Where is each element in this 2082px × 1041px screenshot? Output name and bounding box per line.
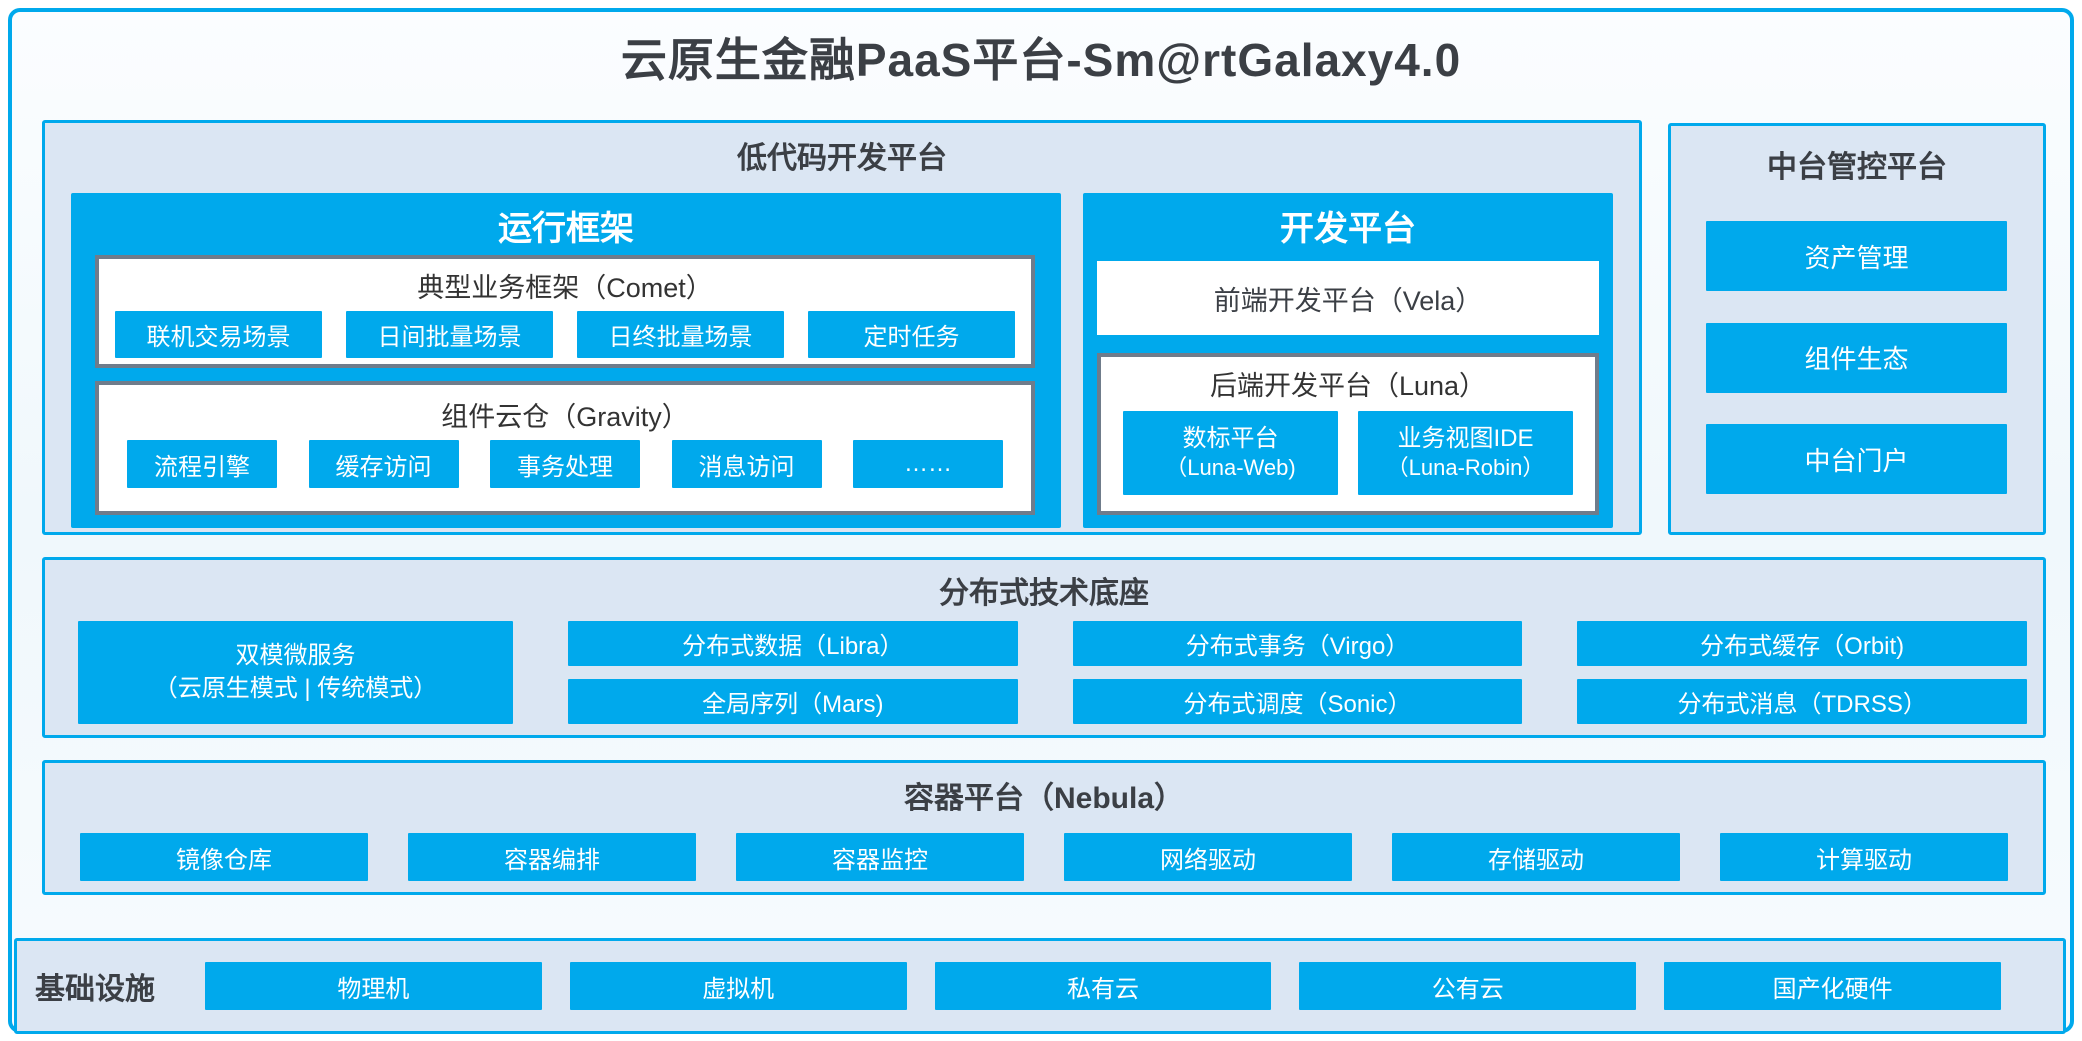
luna-backend-box: 后端开发平台（Luna） 数标平台 （Luna-Web) 业务视图IDE （Lu…: [1097, 353, 1599, 515]
infrastructure-inner: 基础设施 物理机 虚拟机 私有云 公有云 国产化硬件: [17, 941, 2063, 1031]
chip-distributed-scheduling-sonic: 分布式调度（Sonic）: [1072, 679, 1523, 724]
chip-cache-access: 缓存访问: [308, 440, 459, 488]
low-code-platform-title: 低代码开发平台: [737, 142, 947, 175]
distributed-base-section: 分布式技术底座 双模微服务 （云原生模式 | 传统模式） 分布式数据（Libra…: [42, 557, 2046, 738]
chip-image-registry: 镜像仓库: [80, 833, 368, 881]
chip-luna-robin-line2: （Luna-Robin）: [1386, 455, 1545, 481]
container-platform-section: 容器平台（Nebula） 镜像仓库 容器编排 容器监控 网络驱动 存储驱动 计算…: [42, 760, 2046, 895]
chip-compute-driver: 计算驱动: [1720, 833, 2008, 881]
chip-dual-mode-line2: （云原生模式 | 传统模式）: [153, 674, 438, 702]
distributed-column-3: 分布式缓存（Orbit) 分布式消息（TDRSS）: [1577, 621, 2028, 724]
chip-global-sequence-mars: 全局序列（Mars): [568, 679, 1018, 724]
luna-chip-row: 数标平台 （Luna-Web) 业务视图IDE （Luna-Robin）: [1123, 411, 1573, 495]
chip-distributed-data-libra: 分布式数据（Libra）: [568, 621, 1018, 666]
diagram-frame: 云原生金融PaaS平台-Sm@rtGalaxy4.0 低代码开发平台 运行框架 …: [8, 8, 2074, 1034]
dev-platform-title: 开发平台: [1280, 210, 1416, 248]
vela-frontend-box: 前端开发平台（Vela）: [1097, 261, 1599, 335]
chip-network-driver: 网络驱动: [1064, 833, 1352, 881]
chip-private-cloud: 私有云: [934, 962, 1272, 1010]
comet-framework-box: 典型业务框架（Comet） 联机交易场景 日间批量场景 日终批量场景 定时任务: [95, 255, 1035, 368]
comet-chip-row: 联机交易场景 日间批量场景 日终批量场景 定时任务: [115, 311, 1015, 358]
comet-framework-title: 典型业务框架（Comet）: [417, 273, 713, 303]
infrastructure-chip-row: 物理机 虚拟机 私有云 公有云 国产化硬件: [205, 962, 2001, 1010]
mid-platform-section: 中台管控平台 资产管理 组件生态 中台门户: [1668, 123, 2046, 535]
chip-container-orchestration: 容器编排: [408, 833, 696, 881]
gravity-component-box: 组件云仓（Gravity） 流程引擎 缓存访问 事务处理 消息访问 ……: [95, 381, 1035, 515]
chip-dual-mode-microservice: 双模微服务 （云原生模式 | 传统模式）: [78, 621, 513, 724]
chip-scheduled-task: 定时任务: [808, 311, 1015, 358]
chip-process-engine: 流程引擎: [127, 440, 277, 488]
chip-luna-web-line1: 数标平台: [1182, 425, 1279, 453]
chip-end-of-day-batch: 日终批量场景: [577, 311, 784, 358]
dev-platform-panel: 开发平台 前端开发平台（Vela） 后端开发平台（Luna） 数标平台 （Lun…: [1083, 193, 1613, 528]
chip-online-transaction: 联机交易场景: [115, 311, 322, 358]
chip-luna-robin: 业务视图IDE （Luna-Robin）: [1358, 411, 1573, 495]
container-platform-title: 容器平台（Nebula）: [903, 782, 1185, 815]
distributed-column-2: 分布式事务（Virgo） 分布式调度（Sonic）: [1072, 621, 1523, 724]
chip-physical-machine: 物理机: [205, 962, 542, 1010]
chip-container-monitoring: 容器监控: [736, 833, 1024, 881]
chip-luna-web-line2: （Luna-Web): [1165, 455, 1296, 481]
chip-daytime-batch: 日间批量场景: [346, 311, 553, 358]
gravity-component-title: 组件云仓（Gravity）: [441, 402, 689, 432]
chip-public-cloud: 公有云: [1299, 962, 1637, 1010]
low-code-platform-section: 低代码开发平台 运行框架 典型业务框架（Comet） 联机交易场景 日间批量场景…: [42, 120, 1642, 535]
distributed-column-1: 分布式数据（Libra） 全局序列（Mars): [568, 621, 1018, 724]
mid-platform-buttons: 资产管理 组件生态 中台门户: [1706, 221, 2007, 494]
luna-backend-title: 后端开发平台（Luna）: [1209, 371, 1487, 401]
page-title: 云原生金融PaaS平台-Sm@rtGalaxy4.0: [620, 34, 1462, 86]
mid-platform-title: 中台管控平台: [1767, 151, 1947, 184]
chip-virtual-machine: 虚拟机: [569, 962, 907, 1010]
chip-distributed-message-tdrss: 分布式消息（TDRSS）: [1577, 679, 2028, 724]
chip-distributed-transaction-virgo: 分布式事务（Virgo）: [1072, 621, 1523, 666]
chip-luna-robin-line1: 业务视图IDE: [1397, 425, 1534, 453]
distributed-base-title: 分布式技术底座: [939, 577, 1149, 610]
container-chip-row: 镜像仓库 容器编排 容器监控 网络驱动 存储驱动 计算驱动: [80, 833, 2008, 881]
chip-message-access: 消息访问: [671, 440, 822, 488]
distributed-grid: 双模微服务 （云原生模式 | 传统模式） 分布式数据（Libra） 全局序列（M…: [78, 621, 2028, 724]
infrastructure-title: 基础设施: [35, 973, 155, 1006]
runtime-framework-panel: 运行框架 典型业务框架（Comet） 联机交易场景 日间批量场景 日终批量场景 …: [71, 193, 1061, 528]
chip-dual-mode-line1: 双模微服务: [235, 642, 356, 670]
runtime-framework-title: 运行框架: [498, 210, 634, 248]
vela-frontend-label: 前端开发平台（Vela）: [1213, 285, 1483, 316]
chip-component-ecosystem: 组件生态: [1706, 322, 2007, 393]
chip-storage-driver: 存储驱动: [1392, 833, 1680, 881]
chip-asset-management: 资产管理: [1706, 221, 2007, 291]
infrastructure-section: 基础设施 物理机 虚拟机 私有云 公有云 国产化硬件: [14, 938, 2066, 1034]
gravity-chip-row: 流程引擎 缓存访问 事务处理 消息访问 ……: [127, 440, 1003, 488]
chip-mid-platform-portal: 中台门户: [1706, 424, 2007, 494]
chip-luna-web: 数标平台 （Luna-Web): [1123, 411, 1338, 495]
chip-domestic-hardware: 国产化硬件: [1664, 962, 2001, 1010]
chip-ellipsis: ……: [853, 440, 1003, 488]
chip-distributed-cache-orbit: 分布式缓存（Orbit): [1577, 621, 2028, 666]
chip-transaction-processing: 事务处理: [490, 440, 640, 488]
